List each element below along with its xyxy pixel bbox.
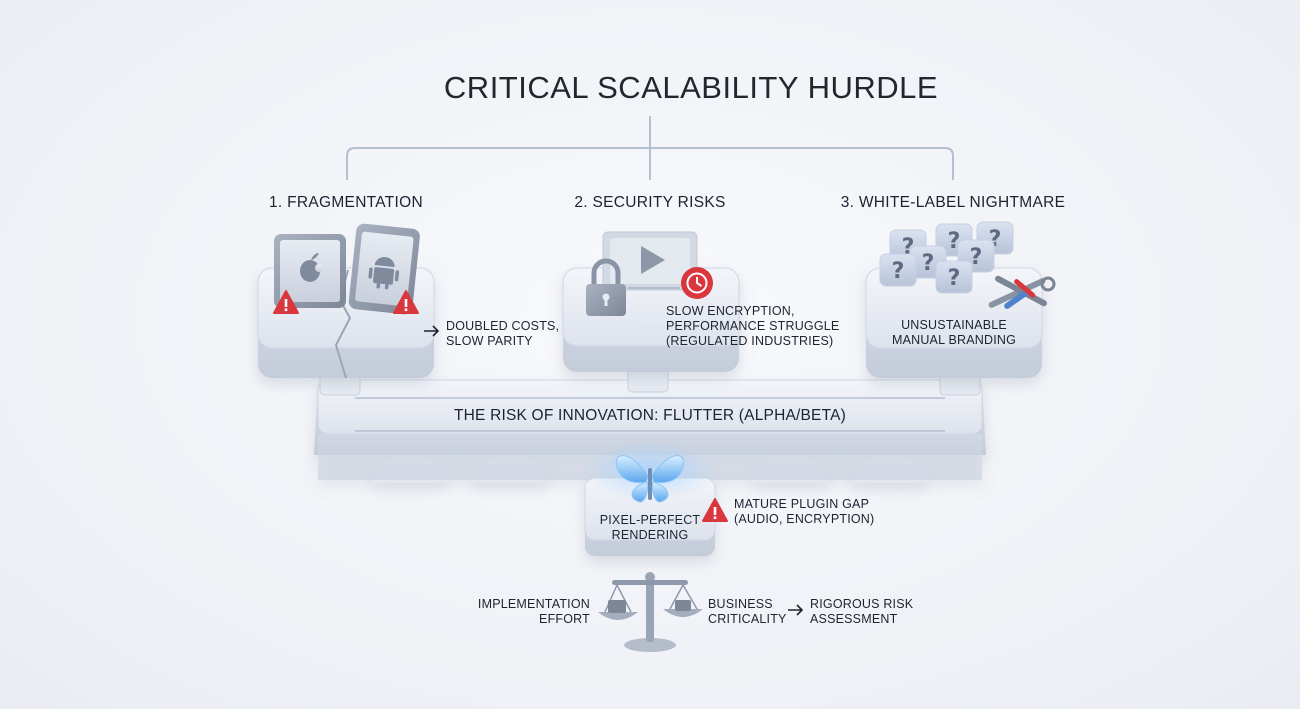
platform-white-label xyxy=(865,267,1043,378)
video-screen xyxy=(602,231,698,291)
note-line: DOUBLED COSTS, xyxy=(446,319,560,333)
apple-icon xyxy=(300,253,323,282)
bridge xyxy=(314,379,986,483)
note-line: (AUDIO, ENCRYPTION) xyxy=(734,512,875,526)
question-icon xyxy=(935,260,973,294)
flutter-strength-label: PIXEL-PERFECT RENDERING xyxy=(585,513,715,543)
note-line: PIXEL-PERFECT xyxy=(599,513,701,527)
note-line: (REGULATED INDUSTRIES) xyxy=(666,334,834,348)
assessment-effort-label: IMPLEMENTATION EFFORT xyxy=(430,597,590,627)
heading-fragmentation: 1. FRAGMENTATION xyxy=(268,194,424,211)
note-line: UNSUSTAINABLE xyxy=(901,318,1007,332)
note-line: SLOW ENCRYPTION, xyxy=(666,304,795,318)
arrow-right-icon xyxy=(788,604,804,616)
clock-icon xyxy=(681,267,713,299)
scale-icon xyxy=(598,572,703,652)
note-line: IMPLEMENTATION xyxy=(477,597,590,611)
android-icon xyxy=(368,257,400,290)
note-white-label: UNSUSTAINABLE MANUAL BRANDING xyxy=(874,318,1034,348)
heading-security-risks: 2. SECURITY RISKS xyxy=(574,194,726,211)
note-line: PERFORMANCE STRUGGLE xyxy=(666,319,840,333)
assessment-result-label: RIGOROUS RISK ASSESSMENT xyxy=(810,597,913,627)
note-line: SLOW PARITY xyxy=(446,334,533,348)
connector-lines xyxy=(346,116,954,180)
note-line: RIGOROUS RISK xyxy=(810,597,914,611)
note-line: MANUAL BRANDING xyxy=(891,333,1017,347)
question-icon xyxy=(879,253,917,287)
note-fragmentation: DOUBLED COSTS, SLOW PARITY xyxy=(446,319,559,349)
assessment-criticality-label: BUSINESS CRITICALITY xyxy=(708,597,787,627)
page-title: CRITICAL SCALABILITY HURDLE xyxy=(443,70,939,105)
bridge-label: THE RISK OF INNOVATION: FLUTTER (ALPHA/B… xyxy=(453,407,847,424)
tablet-apple xyxy=(273,234,346,314)
butterfly-icon xyxy=(615,455,685,503)
flutter-gap-label: MATURE PLUGIN GAP (AUDIO, ENCRYPTION) xyxy=(734,497,874,527)
tools-icon xyxy=(988,275,1056,309)
play-icon xyxy=(641,246,665,274)
note-line: ASSESSMENT xyxy=(810,612,898,626)
arrow-right-icon xyxy=(424,325,440,337)
note-line: CRITICALITY xyxy=(708,612,787,626)
note-line: BUSINESS xyxy=(708,597,773,611)
tablet-android xyxy=(348,223,420,315)
note-line: MATURE PLUGIN GAP xyxy=(734,497,870,511)
note-line: EFFORT xyxy=(539,612,590,626)
note-line: RENDERING xyxy=(611,528,689,542)
note-security: SLOW ENCRYPTION, PERFORMANCE STRUGGLE (R… xyxy=(666,304,839,349)
lock-icon xyxy=(586,258,626,316)
heading-white-label: 3. WHITE-LABEL NIGHTMARE xyxy=(840,194,1066,211)
